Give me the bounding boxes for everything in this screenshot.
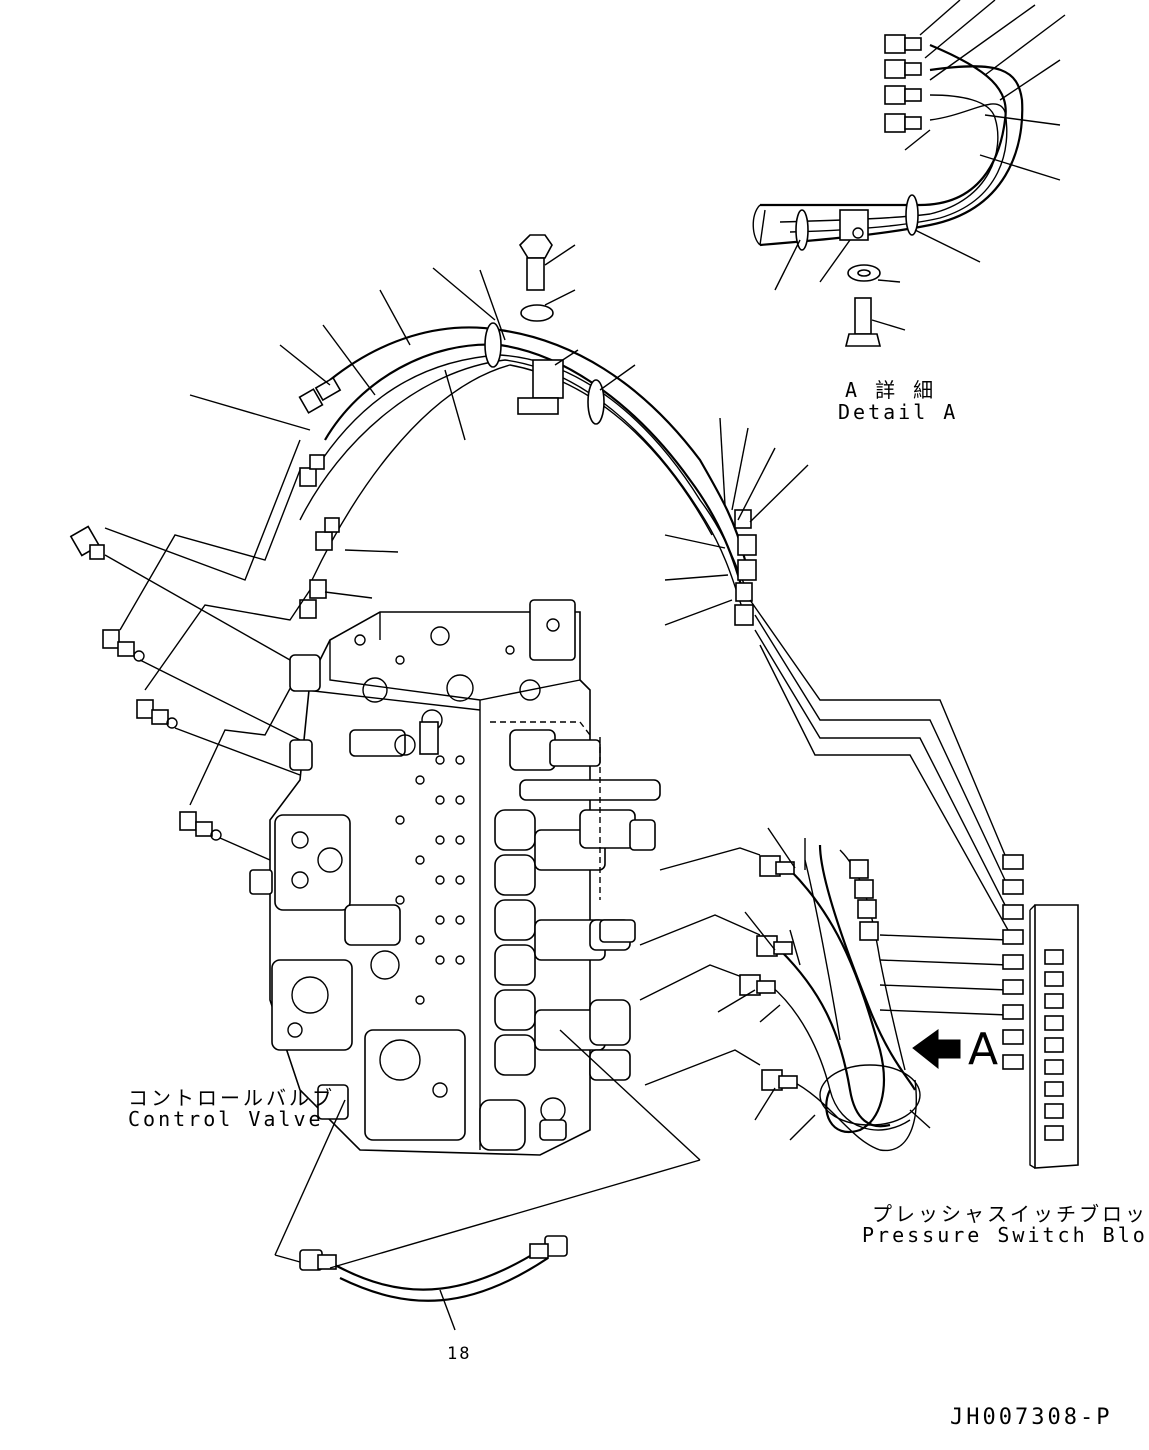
control-valve-label-jp: コントロールバルブ [128, 1086, 335, 1110]
detail-fittings [884, 34, 922, 133]
pressure-switch-label-en: Pressure Switch Block [862, 1223, 1149, 1247]
pressure-lines [639, 599, 1009, 1086]
part-number-label: 18 [447, 1344, 472, 1364]
pressure-switch-label-jp: プレッシャスイッチブロック [872, 1202, 1149, 1226]
drawing-code: JH007308-P [950, 1405, 1113, 1430]
control-valve [249, 599, 661, 1156]
hose-18 [274, 1029, 701, 1331]
pressure-switch-block [1002, 854, 1079, 1169]
detail-a-drawing [752, 0, 1066, 347]
detail-a-label-en: Detail A [838, 400, 959, 424]
detail-a-label-jp: A 詳 細 [845, 378, 937, 402]
arrow-icon [912, 1029, 961, 1070]
control-valve-label-en: Control Valve [128, 1107, 324, 1131]
callout-letter-a: A [968, 1024, 999, 1075]
hose-bundle-right [717, 827, 931, 1152]
left-fittings [69, 439, 311, 861]
hose-arch [189, 234, 809, 626]
